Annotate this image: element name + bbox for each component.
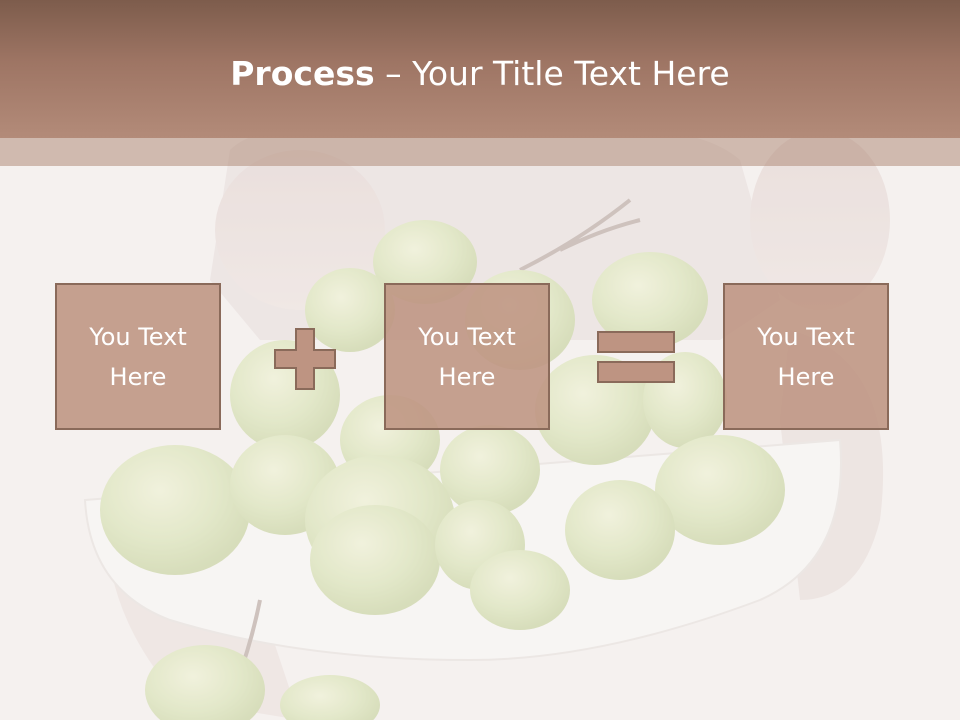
process-box-1: You Text Here (55, 283, 221, 430)
title-rest: – Your Title Text Here (374, 54, 730, 93)
process-box-2: You Text Here (384, 283, 550, 430)
process-box-3: You Text Here (723, 283, 889, 430)
slide-title: Process – Your Title Text Here (0, 50, 960, 98)
equals-icon (597, 331, 675, 383)
title-bar (0, 0, 960, 138)
title-accent-band (0, 138, 960, 166)
title-bold-part: Process (230, 54, 375, 93)
plus-icon (274, 328, 336, 390)
